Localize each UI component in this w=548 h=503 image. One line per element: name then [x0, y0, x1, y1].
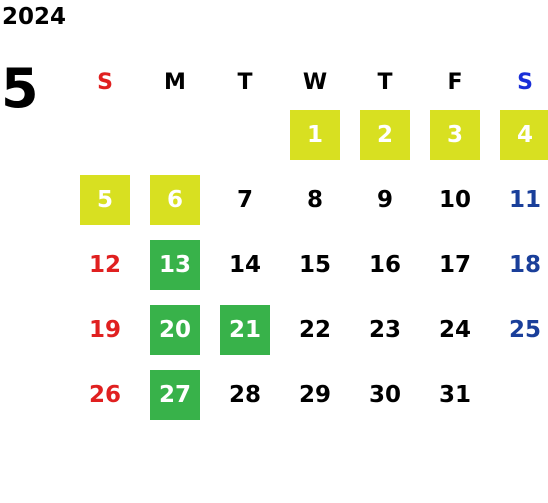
day-number: 25	[508, 316, 541, 343]
calendar-day-cell: 16	[350, 232, 420, 297]
calendar-day-cell	[70, 102, 140, 167]
day-number: 16	[368, 251, 401, 278]
day-number: 3	[430, 109, 480, 160]
day-number: 11	[508, 186, 541, 213]
calendar-day-cell: 19	[70, 297, 140, 362]
day-number: 22	[298, 316, 331, 343]
day-number: 7	[236, 186, 253, 213]
empty-day	[80, 110, 130, 160]
weekday-sunday: S	[97, 69, 113, 95]
day-number: 21	[220, 304, 270, 355]
day-number: 23	[368, 316, 401, 343]
weekday-tuesday: T	[237, 69, 253, 95]
day-number: 2	[360, 109, 410, 160]
calendar-day-cell: 10	[420, 167, 490, 232]
day-number: 9	[376, 186, 393, 213]
calendar-day-cell: 8	[280, 167, 350, 232]
empty-day	[220, 110, 270, 160]
day-number: 14	[228, 251, 261, 278]
calendar-day-cell: 28	[210, 362, 280, 427]
empty-day	[500, 370, 548, 420]
calendar-day-cell: 6	[140, 167, 210, 232]
calendar-day-cell: 26	[70, 362, 140, 427]
calendar-day-cell: 23	[350, 297, 420, 362]
calendar-day-cell: 13	[140, 232, 210, 297]
calendar-day-cell: 31	[420, 362, 490, 427]
calendar-day-cell: 1	[280, 102, 350, 167]
weekday-monday: M	[164, 69, 186, 95]
calendar-day-cell	[140, 102, 210, 167]
calendar-day-cell: 2	[350, 102, 420, 167]
calendar-day-cell: 20	[140, 297, 210, 362]
calendar-day-cell	[210, 102, 280, 167]
calendar-day-cell: 25	[490, 297, 548, 362]
day-number: 1	[290, 109, 340, 160]
weekday-wednesday: W	[302, 69, 328, 95]
day-number: 28	[228, 381, 261, 408]
calendar-day-cell: 4	[490, 102, 548, 167]
calendar-day-cell: 5	[70, 167, 140, 232]
weekday-friday: F	[447, 69, 463, 95]
day-number: 27	[150, 369, 200, 420]
weekday-saturday: S	[517, 69, 533, 95]
calendar-day-cell: 27	[140, 362, 210, 427]
calendar-day-cell: 17	[420, 232, 490, 297]
day-number: 24	[438, 316, 471, 343]
calendar-day-cell: 11	[490, 167, 548, 232]
calendar-day-cell: 30	[350, 362, 420, 427]
calendar-day-cell: 14	[210, 232, 280, 297]
empty-day	[150, 110, 200, 160]
calendar-day-cell: 15	[280, 232, 350, 297]
calendar-day-cell: 12	[70, 232, 140, 297]
day-number: 12	[88, 251, 121, 278]
weekday-thursday: T	[377, 69, 393, 95]
day-number: 19	[88, 316, 121, 343]
day-number: 13	[150, 239, 200, 290]
day-number: 29	[298, 381, 331, 408]
day-number: 17	[438, 251, 471, 278]
day-number: 31	[438, 381, 471, 408]
calendar-day-cell	[490, 362, 548, 427]
calendar-day-cell: 29	[280, 362, 350, 427]
calendar-day-cell: 7	[210, 167, 280, 232]
day-number: 8	[306, 186, 323, 213]
day-number: 15	[298, 251, 331, 278]
day-number: 5	[80, 174, 130, 225]
calendar-day-cell: 18	[490, 232, 548, 297]
calendar-day-cell: 21	[210, 297, 280, 362]
day-number: 10	[438, 186, 471, 213]
day-number: 26	[88, 381, 121, 408]
day-number: 20	[150, 304, 200, 355]
calendar-day-cell: 24	[420, 297, 490, 362]
day-number: 30	[368, 381, 401, 408]
day-number: 6	[150, 174, 200, 225]
calendar-year: 2024	[2, 4, 67, 30]
calendar-month: 5	[1, 57, 39, 120]
calendar-day-cell: 3	[420, 102, 490, 167]
calendar-day-cell: 9	[350, 167, 420, 232]
day-number: 4	[500, 109, 548, 160]
day-number: 18	[508, 251, 541, 278]
calendar-day-cell: 22	[280, 297, 350, 362]
